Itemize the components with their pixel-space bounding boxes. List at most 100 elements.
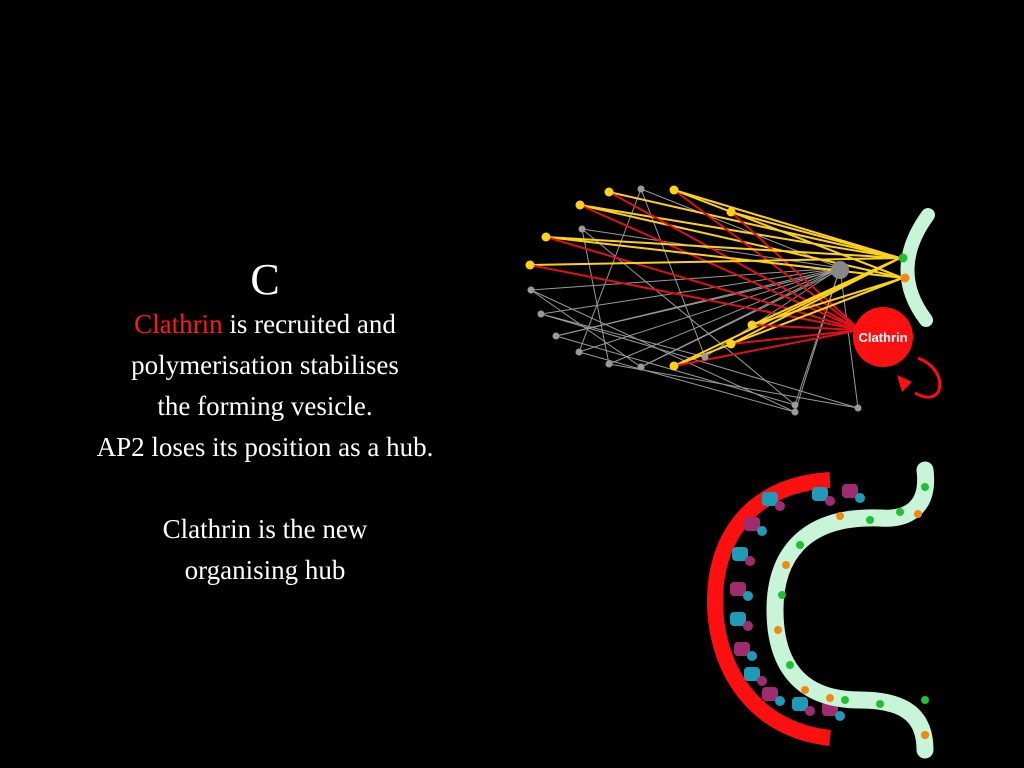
grey-edge — [608, 363, 859, 409]
orange-marker — [921, 731, 929, 739]
yellow-edge — [730, 211, 901, 259]
caption-text: C Clathrin is recruited and polymerisati… — [30, 252, 500, 591]
adaptor-protein-domain — [855, 493, 865, 503]
orange-marker — [782, 561, 790, 569]
yellow-node — [575, 200, 585, 210]
adaptor-protein-domain — [775, 501, 785, 511]
red-edge — [579, 204, 861, 331]
yellow-edge — [608, 191, 901, 259]
membrane-node-green — [898, 253, 908, 263]
grey-node — [527, 286, 535, 294]
adaptor-protein-domain — [745, 556, 755, 566]
grey-edge — [540, 267, 841, 315]
adaptor-protein-domain — [835, 711, 845, 721]
grey-node — [537, 310, 545, 318]
yellow-node — [726, 207, 736, 217]
grey-node — [854, 404, 862, 412]
adaptor-protein-domain — [775, 696, 785, 706]
self-loop-arrow — [914, 356, 942, 399]
adaptor-protein-domain — [747, 651, 757, 661]
yellow-edge — [673, 277, 904, 367]
adaptor-protein — [730, 612, 746, 626]
grey-node — [791, 408, 799, 416]
adaptor-protein — [744, 667, 760, 681]
yellow-edge — [730, 257, 901, 345]
yellow-node — [541, 232, 551, 242]
adaptor-protein — [732, 547, 748, 561]
grey-edge — [608, 267, 841, 365]
green-marker — [921, 696, 929, 704]
adaptor-protein — [744, 517, 760, 531]
yellow-edge — [673, 189, 904, 279]
caption-line-3: the forming vesicle. — [157, 391, 373, 421]
adaptor-protein-domain — [825, 496, 835, 506]
vesicle-membrane — [766, 461, 935, 759]
grey-node — [637, 363, 645, 371]
caption-line-2: polymerisation stabilises — [131, 350, 399, 380]
adaptor-protein-domain — [743, 591, 753, 601]
adaptor-protein-domain — [757, 526, 767, 536]
adaptor-protein — [762, 687, 778, 701]
self-loop-arrowhead — [897, 375, 912, 392]
yellow-edge — [545, 236, 901, 259]
clathrin-hub-node — [853, 307, 913, 367]
membrane-node-orange — [900, 273, 910, 283]
grey-edge — [640, 269, 841, 368]
clathrin-hub-label: Clathrin — [858, 330, 907, 345]
yellow-node — [747, 320, 757, 330]
orange-marker — [826, 694, 834, 702]
yellow-node — [726, 339, 736, 349]
caption-line-4: AP2 loses its position as a hub. — [96, 432, 434, 462]
red-edge — [529, 264, 861, 331]
red-edge — [751, 324, 861, 331]
orange-marker — [836, 512, 844, 520]
adaptor-protein-domain — [757, 676, 767, 686]
adaptor-protein-domain — [805, 706, 815, 716]
green-marker — [866, 516, 874, 524]
caption-line-6: organising hub — [184, 555, 346, 585]
adaptor-protein — [792, 697, 808, 711]
adaptor-protein — [762, 492, 778, 506]
grey-node — [605, 360, 613, 368]
yellow-node — [669, 185, 679, 195]
grey-node — [578, 225, 586, 233]
yellow-edge — [579, 204, 901, 259]
orange-marker — [774, 626, 782, 634]
caption-line-1: Clathrin is recruited and — [30, 304, 500, 345]
green-marker — [796, 541, 804, 549]
adaptor-protein-domain — [743, 621, 753, 631]
grey-node — [701, 353, 709, 361]
membrane-markers — [774, 483, 929, 739]
grey-node — [791, 401, 799, 409]
network-edges — [529, 188, 904, 413]
grey-edge — [640, 188, 841, 269]
adaptor-protein — [812, 487, 828, 501]
adaptor-protein — [730, 582, 746, 596]
clathrin-highlight: Clathrin — [134, 309, 223, 339]
green-marker — [841, 696, 849, 704]
grey-edge — [540, 313, 706, 358]
yellow-node — [669, 361, 679, 371]
grey-node — [637, 185, 645, 193]
ap2-node — [831, 261, 849, 279]
yellow-edge — [751, 257, 901, 326]
yellow-edge — [529, 257, 901, 266]
green-marker — [786, 661, 794, 669]
adaptor-protein — [734, 642, 750, 656]
panel-heading: C — [250, 255, 280, 304]
grey-node — [575, 348, 583, 356]
yellow-node — [525, 260, 535, 270]
yellow-edge — [673, 189, 901, 259]
red-edge — [730, 329, 861, 345]
network-membrane-arc — [900, 208, 935, 327]
yellow-node — [604, 187, 614, 197]
grey-edge — [555, 269, 841, 337]
red-edge — [730, 211, 861, 331]
network-nodes — [525, 185, 862, 416]
adaptor-proteins — [730, 484, 865, 721]
orange-marker — [801, 686, 809, 694]
green-marker — [896, 508, 904, 516]
